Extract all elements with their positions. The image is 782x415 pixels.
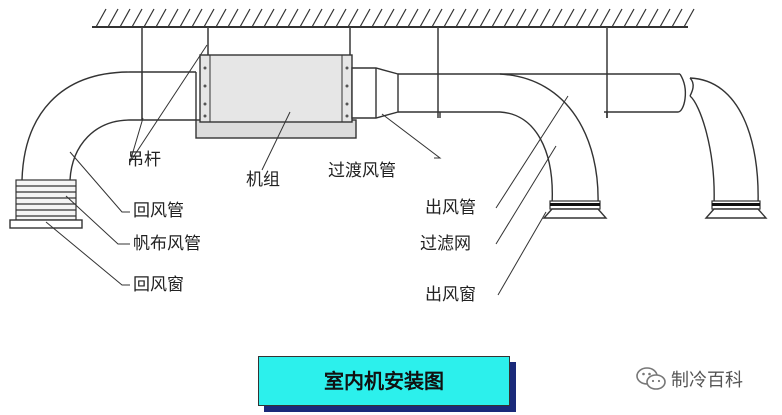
ceiling-hatch-mark <box>347 8 359 28</box>
leader-lines <box>45 44 569 296</box>
ceiling-hatch-mark <box>479 8 491 28</box>
label-transition-duct: 过渡风管 <box>328 161 396 181</box>
ceiling-hatch-mark <box>311 8 323 28</box>
ceiling-hatch-mark <box>467 8 479 28</box>
ceiling-hatch-mark <box>407 8 419 28</box>
label-hanger-rod: 吊杆 <box>127 150 161 170</box>
filter-band-1 <box>549 200 601 210</box>
wechat-icon <box>636 367 666 390</box>
label-filter: 过滤网 <box>420 234 471 254</box>
return-air-grille-shape <box>9 219 83 229</box>
ceiling-hatch-mark <box>419 8 431 28</box>
ceiling-hatch-mark <box>575 8 587 28</box>
ceiling-hatch-mark <box>599 8 611 28</box>
ceiling-hatch-mark <box>191 8 203 28</box>
ceiling-hatch-mark <box>491 8 503 28</box>
supply-air-elbow-1 <box>499 73 599 206</box>
ceiling-hatch-mark <box>671 8 683 28</box>
ceiling-hatch-mark <box>323 8 335 28</box>
caption-text: 室内机安装图 <box>324 369 444 393</box>
label-return-air-duct: 回风管 <box>133 201 184 221</box>
unit-body <box>195 54 357 139</box>
label-return-air-grille: 回风窗 <box>133 275 184 295</box>
ceiling-hatch-mark <box>359 8 371 28</box>
ceiling-hatch-mark <box>539 8 551 28</box>
ceiling-hatch-mark <box>647 8 659 28</box>
ceiling-hatch-mark <box>179 8 191 28</box>
supply-air-elbow-2 <box>689 77 759 206</box>
watermark-text: 制冷百科 <box>671 370 743 391</box>
ceiling-hatch-mark <box>203 8 215 28</box>
ceiling-hatch-mark <box>155 8 167 28</box>
label-supply-air-grille: 出风窗 <box>425 285 476 305</box>
label-canvas-duct: 帆布风管 <box>133 234 201 254</box>
ceiling-hatch-mark <box>107 8 119 28</box>
ceiling-hatch-mark <box>263 8 275 28</box>
ceiling-hatch-mark <box>515 8 527 28</box>
ceiling-hatch-mark <box>215 8 227 28</box>
caption-box: 室内机安装图 <box>258 356 510 406</box>
ceiling-hatch-mark <box>287 8 299 28</box>
ceiling-hatch-mark <box>635 8 647 28</box>
ceiling-hatch-mark <box>143 8 155 28</box>
ceiling-hatch-mark <box>239 8 251 28</box>
supply-air-grille-2 <box>704 208 768 219</box>
ceiling-hatch-mark <box>551 8 563 28</box>
ceiling-hatch-mark <box>119 8 131 28</box>
ceiling-hatch-mark <box>227 8 239 28</box>
filter-band-2 <box>711 200 761 210</box>
ceiling-hatch-mark <box>395 8 407 28</box>
ceiling-hatch-mark <box>527 8 539 28</box>
ceiling-hatch-mark <box>131 8 143 28</box>
ceiling-hatch-mark <box>299 8 311 28</box>
ceiling-hatch-mark <box>95 8 107 28</box>
ceiling-hatch-mark <box>443 8 455 28</box>
watermark: 制冷百科 <box>635 364 743 394</box>
ceiling-hatch-mark <box>167 8 179 28</box>
ceiling-hatch-mark <box>503 8 515 28</box>
ceiling-hatch-mark <box>659 8 671 28</box>
return-air-duct <box>21 71 197 181</box>
ceiling-hatch-mark <box>371 8 383 28</box>
canvas-duct-bellows <box>15 179 77 221</box>
ceiling-hatch-mark <box>455 8 467 28</box>
ceiling-hatch-mark <box>683 8 695 28</box>
ceiling-hatch-mark <box>623 8 635 28</box>
ceiling-hatch-mark <box>587 8 599 28</box>
ceiling-hatch-mark <box>383 8 395 28</box>
ceiling-hatch-mark <box>611 8 623 28</box>
ceiling-hatch-mark <box>251 8 263 28</box>
ceiling <box>92 8 695 28</box>
supply-air-grille-1 <box>542 208 608 219</box>
label-supply-air-duct: 出风管 <box>425 198 476 218</box>
ceiling-hatch-mark <box>275 8 287 28</box>
ceiling-hatch-mark <box>563 8 575 28</box>
ceiling-hatch-mark <box>431 8 443 28</box>
transition-duct <box>351 67 399 119</box>
ceiling-hatch-mark <box>335 8 347 28</box>
supply-main-duct <box>398 73 687 118</box>
label-unit: 机组 <box>246 170 280 190</box>
